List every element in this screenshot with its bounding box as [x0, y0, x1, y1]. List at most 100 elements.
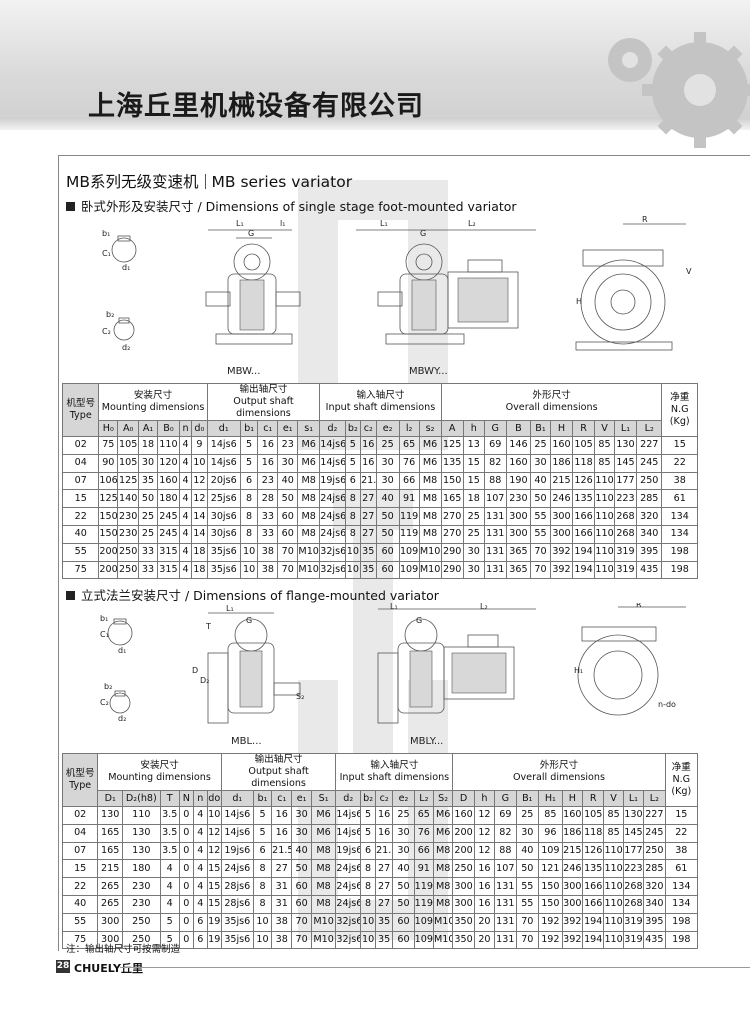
table-cell: 24js6 — [220, 859, 254, 879]
table-cell: 5 — [252, 823, 273, 843]
table-cell: 61 — [664, 859, 699, 879]
table-cell: 250 — [643, 841, 666, 861]
table-cell: 50 — [375, 507, 400, 526]
table-cell: 30js6 — [206, 524, 241, 544]
table-cell: M10 — [310, 930, 337, 950]
table-cell: 223 — [613, 489, 638, 509]
column-header: H₁ — [538, 790, 563, 807]
table-cell: 28js6 — [220, 877, 254, 896]
table-cell: 38 — [271, 912, 293, 932]
table-cell: 223 — [622, 859, 645, 879]
type-cell: 40 — [61, 524, 100, 544]
type-cell: 02 — [61, 436, 100, 455]
table-cell: 88 — [483, 471, 507, 491]
table-cell: 119 — [413, 877, 434, 896]
column-header: L₁ — [622, 790, 645, 807]
table-cell: 50 — [138, 489, 158, 509]
group-header-cn: 净重 — [671, 762, 691, 773]
table-cell: 198 — [661, 542, 698, 562]
table-cell: 110 — [594, 560, 615, 580]
table-cell: 180 — [122, 859, 161, 879]
table-cell: 198 — [664, 912, 699, 932]
table-cell: 300 — [452, 877, 475, 896]
column-header: e₁ — [291, 790, 312, 807]
table-cell: 245 — [156, 507, 181, 526]
table-cell: 85 — [603, 806, 624, 825]
table-cell: 350 — [452, 912, 475, 932]
svg-text:b₁: b₁ — [102, 229, 110, 238]
table-cell: 14js6 — [319, 436, 346, 455]
table-cell: 0 — [178, 823, 194, 843]
table-cell: 12 — [473, 806, 496, 825]
column-header: H — [561, 790, 584, 807]
content-frame — [58, 155, 750, 951]
column-header: e₂ — [392, 790, 415, 807]
table-cell: 55 — [530, 507, 551, 526]
gear-icon — [608, 32, 750, 148]
footer-rule — [120, 967, 750, 968]
table-cell: 130 — [97, 806, 124, 825]
type-cell: 07 — [61, 471, 100, 491]
table-cell: M6 — [310, 823, 337, 843]
table-cell: 227 — [643, 806, 666, 825]
table-cell: 33 — [257, 524, 279, 544]
table-cell: 10 — [344, 560, 362, 580]
table-cell: 192 — [538, 930, 563, 950]
table-cell: 230 — [117, 507, 140, 526]
column-header: A₀ — [117, 420, 140, 437]
table-cell: 10 — [239, 560, 259, 580]
column-header: L₁ — [613, 420, 638, 437]
group-header-cn: 安装尺寸 — [133, 390, 173, 401]
column-header: B₁ — [530, 420, 551, 437]
section-title-en: MB series variator — [211, 173, 353, 191]
table-cell: 146 — [505, 436, 532, 455]
table-cell: 15 — [206, 877, 222, 896]
table-cell: 38 — [257, 542, 279, 562]
group-header-cn: 输出轴尺寸 — [254, 754, 303, 766]
header-shadow — [0, 118, 750, 130]
column-header: e₁ — [277, 420, 299, 437]
type-cell: 55 — [61, 912, 99, 932]
column-header: b₂ — [360, 790, 377, 807]
table-cell: 119 — [413, 894, 434, 914]
table-cell: 65 — [398, 436, 420, 455]
table-cell: 30 — [291, 823, 312, 843]
table-cell: 131 — [483, 507, 507, 526]
table-cell: 75 — [98, 436, 119, 455]
table-cell: 160 — [505, 453, 532, 473]
column-header: e₂ — [375, 420, 400, 437]
table-cell: 60 — [291, 877, 312, 896]
table-cell: M10 — [432, 912, 454, 932]
table-cell: 27 — [360, 489, 377, 509]
table-cell: 150 — [98, 507, 119, 526]
table-cell: 131 — [483, 524, 507, 544]
table-cell: M10 — [297, 542, 321, 562]
table-cell: 109 — [538, 841, 563, 861]
table-cell: 14js6 — [206, 436, 241, 455]
column-header: D₂(h8) — [122, 790, 161, 807]
group-header-en: Output shaft dimensions — [248, 766, 309, 789]
column-header: d₂ — [319, 420, 346, 437]
table-cell: 38 — [661, 471, 698, 491]
table-cell: 4 — [178, 471, 193, 491]
table-cell: 180 — [156, 489, 181, 509]
table-cell: M8 — [297, 471, 321, 491]
table-cell: 60 — [277, 524, 299, 544]
column-header: s₂ — [418, 420, 442, 437]
svg-text:D: D — [192, 666, 198, 675]
table-cell: 190 — [505, 471, 532, 491]
table-cell: 20 — [473, 930, 496, 950]
column-header: c₁ — [257, 420, 279, 437]
table-row: 071651303.5041219js6621.540M819js6621.53… — [61, 841, 699, 861]
table-cell: 166 — [581, 877, 605, 896]
table-cell: M10 — [432, 930, 454, 950]
table-cell: 8 — [239, 489, 259, 509]
table-cell: 6 — [239, 471, 259, 491]
table-cell: 160 — [452, 806, 475, 825]
table-cell: 35js6 — [206, 560, 241, 580]
